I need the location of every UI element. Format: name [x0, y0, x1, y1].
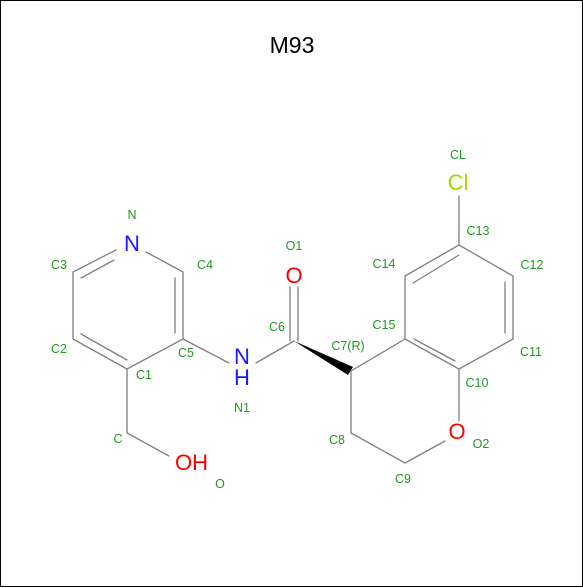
- label-c6: C6: [269, 320, 285, 334]
- label-c2: C2: [51, 342, 67, 356]
- bond-c13-c12: [458, 244, 514, 277]
- bond-c1-c2-inner: [80, 333, 128, 361]
- label-c11: C11: [520, 345, 542, 359]
- label-c1: C1: [136, 368, 152, 382]
- label-n1: N1: [234, 401, 250, 415]
- bond-c14-c13-inner: [412, 254, 460, 284]
- atom-name-labels: N C3 C4 C2 C1 C5 N1 C O O1 C6 C7(R) C8 C…: [51, 148, 544, 491]
- bond-c3-n-inner: [80, 259, 115, 279]
- bond-n-c4: [145, 251, 184, 273]
- label-cl: CL: [450, 148, 466, 162]
- bond-c15-c10-inner: [413, 338, 456, 362]
- bond-c9-o2: [404, 440, 446, 464]
- atom-nitrogen-ring: N: [124, 231, 140, 256]
- bond-c5-c1: [126, 338, 184, 370]
- bond-c15-c10: [404, 338, 460, 370]
- label-c5: C5: [178, 346, 194, 360]
- bond-c5-n1: [182, 338, 230, 364]
- atom-hydrogen-amide: H: [234, 365, 250, 390]
- label-c13: C13: [467, 224, 490, 238]
- label-c14: C14: [373, 257, 396, 271]
- atom-hydroxyl: OH: [175, 450, 208, 475]
- label-c7: C7(R): [331, 339, 364, 353]
- bond-n1-c6: [255, 340, 295, 364]
- molecule-title: M93: [270, 32, 315, 58]
- chromane-ring-bonds: [350, 195, 514, 464]
- substituent-bonds: [126, 286, 353, 457]
- label-c15: C15: [373, 318, 396, 332]
- bond-c11-c10: [458, 338, 514, 370]
- label-n: N: [127, 208, 136, 222]
- bond-c1-c2: [72, 338, 128, 370]
- label-c12: C12: [521, 258, 544, 272]
- atom-oxygen-ring: O: [448, 419, 465, 444]
- atom-nitrogen-amide: N: [234, 344, 250, 369]
- label-c8: C8: [329, 433, 345, 447]
- label-o1: O1: [286, 239, 303, 253]
- bond-c7-c15: [350, 338, 406, 372]
- atom-oxygen-carbonyl: O: [285, 263, 302, 288]
- bond-c3-n: [72, 249, 117, 273]
- wedge-bond-c6-c7: [294, 341, 353, 375]
- label-o-hydroxyl: O: [215, 477, 225, 491]
- bond-c14-c13: [404, 244, 460, 277]
- pyridine-ring-bonds: [72, 249, 184, 370]
- label-c-methylene: C: [113, 432, 122, 446]
- label-c4: C4: [197, 258, 213, 272]
- bond-c8-c9: [350, 432, 406, 464]
- label-o2: O2: [473, 437, 490, 451]
- label-c3: C3: [51, 258, 67, 272]
- atom-chlorine: Cl: [448, 170, 469, 195]
- label-c9: C9: [395, 472, 411, 486]
- label-c10: C10: [466, 376, 489, 390]
- bond-ch2-oh: [126, 432, 170, 457]
